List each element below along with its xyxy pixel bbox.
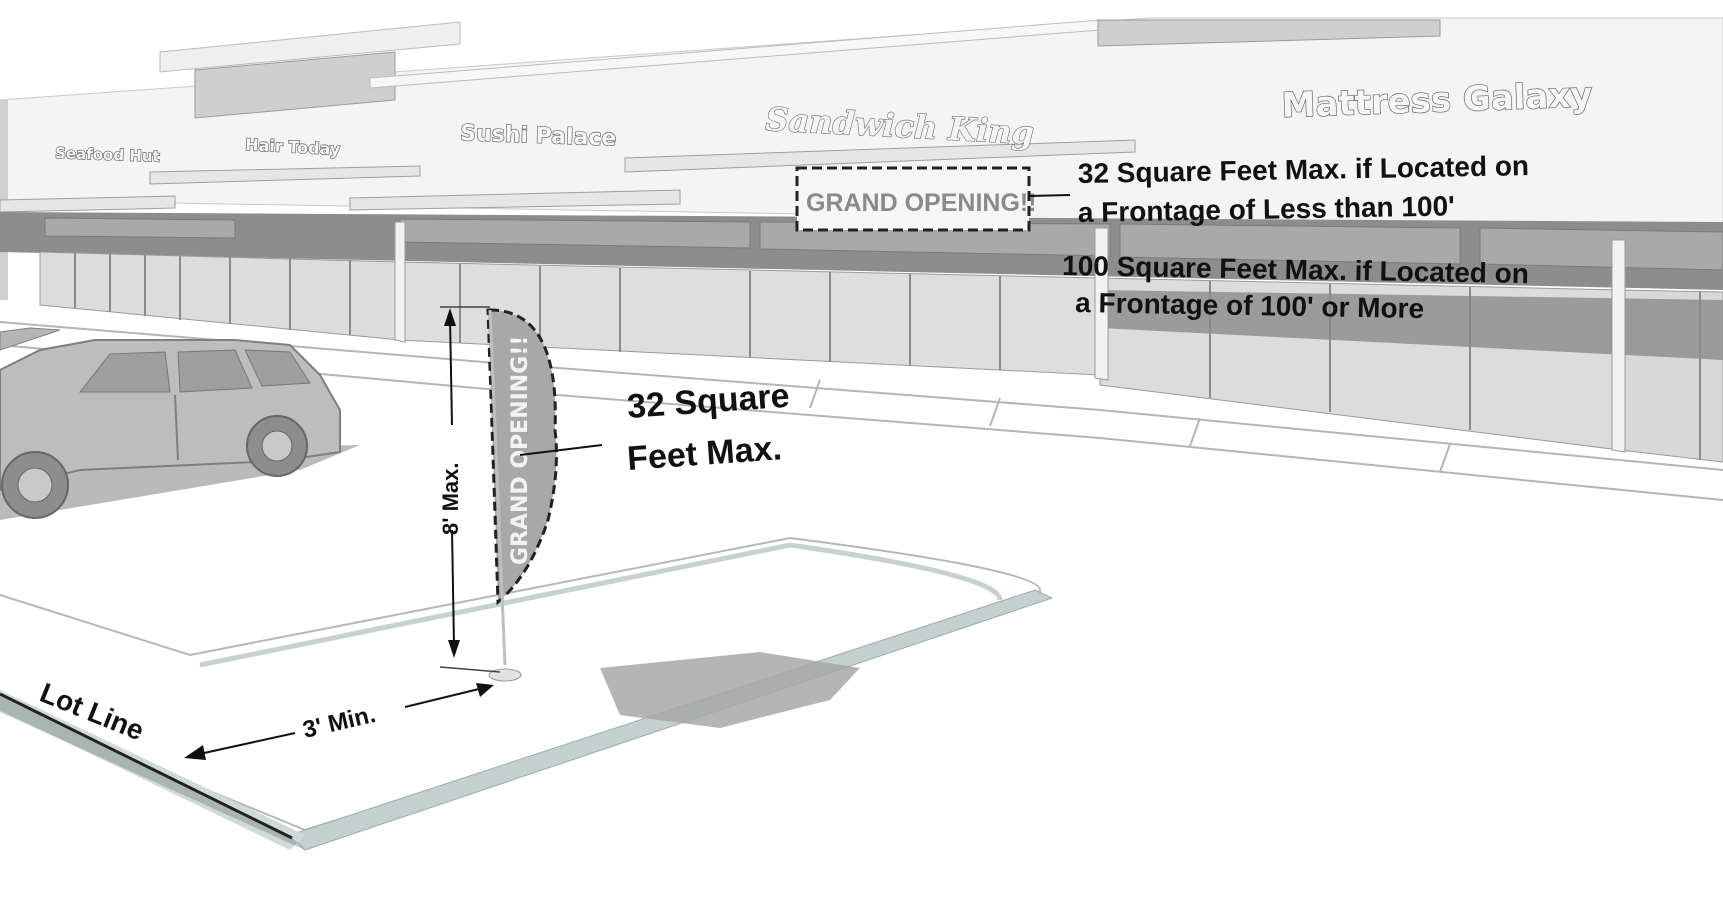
window-mullions xyxy=(74,253,1701,460)
wall-sign-large-frontage-line2: a Frontage of 100' or More xyxy=(1075,287,1424,324)
store-sign-sushi-palace: Sushi Palace xyxy=(460,121,617,151)
wall-sign-small-frontage-line2: a Frontage of Less than 100' xyxy=(1078,190,1455,228)
wall-sign: GRAND OPENING!! xyxy=(795,166,1071,232)
curb-island xyxy=(0,535,1054,851)
banner-area-leader-line xyxy=(519,444,603,456)
feather-banner: GRAND OPENING!! xyxy=(486,308,558,682)
shopping-center-building xyxy=(0,17,1723,463)
banner-area-label-line1: 32 Square xyxy=(626,377,791,426)
store-sign-hair-today: Hair Today xyxy=(245,135,342,159)
height-dimension: 8' Max. xyxy=(438,306,501,673)
parked-car xyxy=(0,327,360,520)
wall-sign-leader-line xyxy=(1028,194,1071,197)
wall-sign-text: GRAND OPENING!! xyxy=(806,189,1037,217)
store-sign-seafood-hut: Seafood Hut xyxy=(55,144,160,166)
wall-sign-annotations: 32 Square Feet Max. if Located on a Fron… xyxy=(1062,150,1529,324)
banner-pole xyxy=(488,309,507,666)
lot-line-edge xyxy=(0,695,305,850)
banner-area-label-line2: Feet Max. xyxy=(626,429,783,478)
feather-banner-text: GRAND OPENING!! xyxy=(508,336,533,565)
height-dimension-label: 8' Max. xyxy=(438,463,463,536)
